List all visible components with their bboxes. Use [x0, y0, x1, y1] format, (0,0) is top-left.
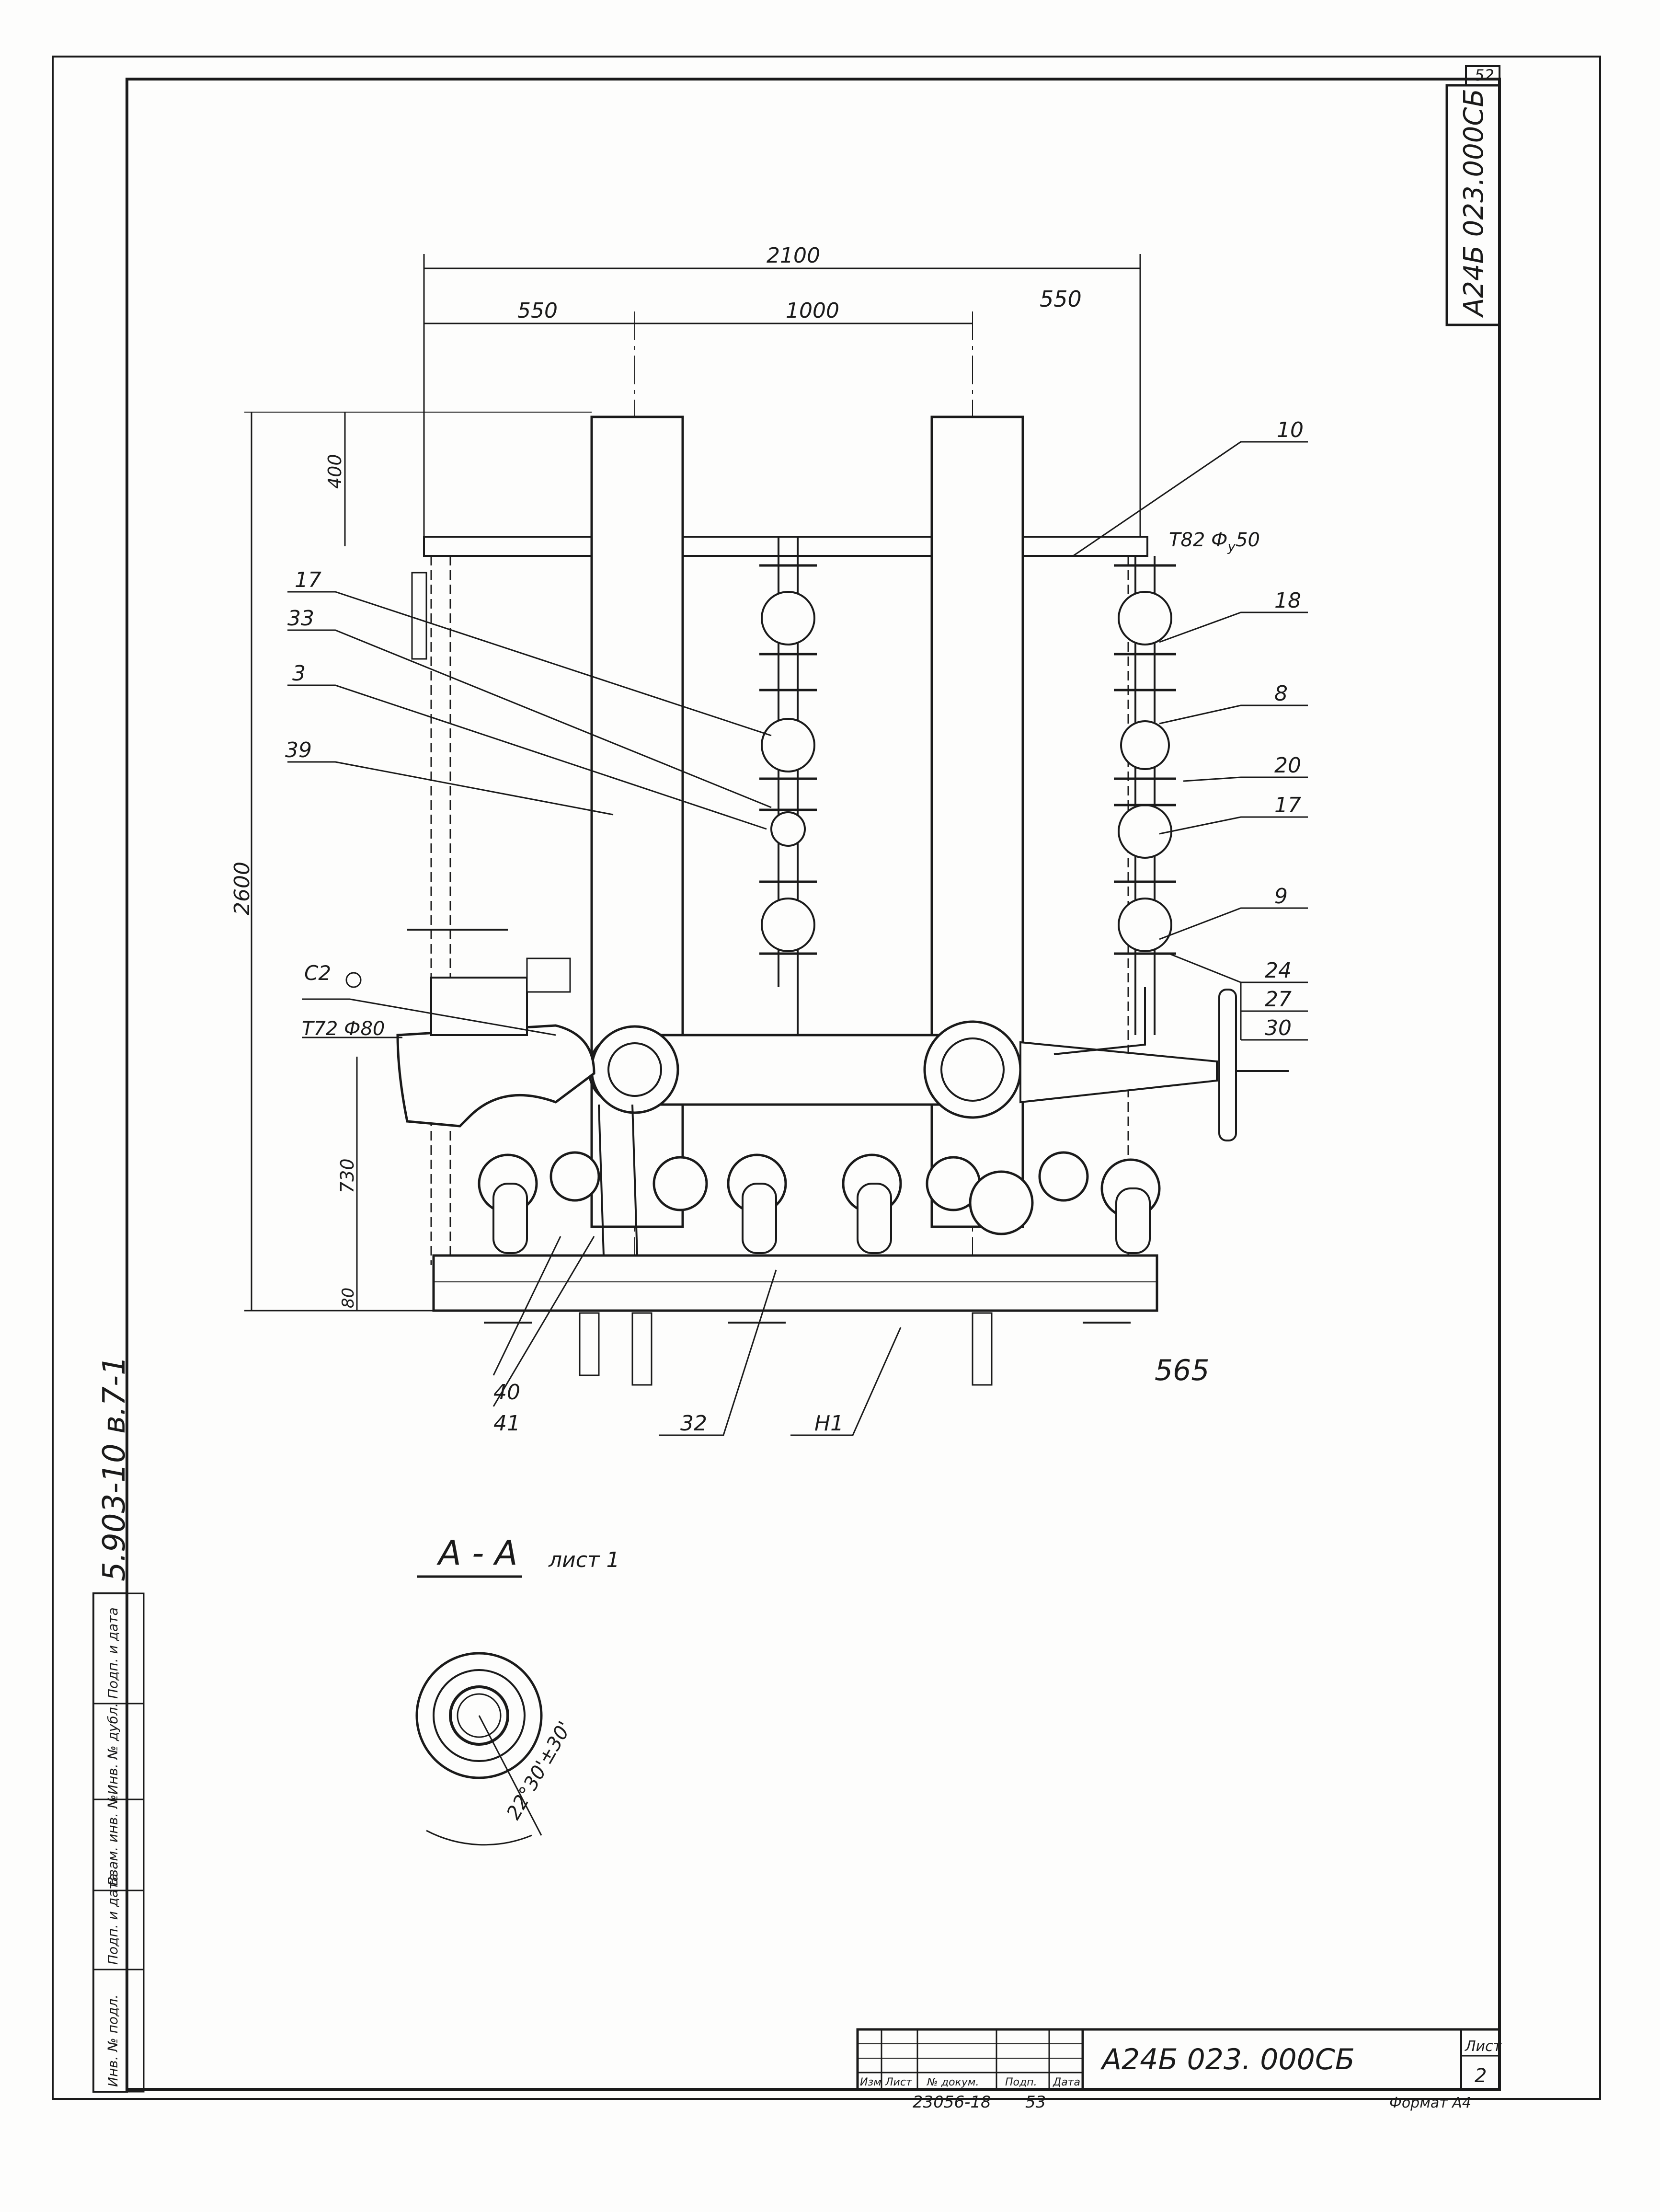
callout-17-left: 17	[295, 568, 321, 592]
title-sheet-label: Лист	[1465, 2038, 1502, 2055]
stamp-vzam-inv: Взам. инв. №	[105, 1795, 121, 1886]
designation-box	[1445, 84, 1501, 326]
callout-17-right: 17	[1274, 793, 1301, 818]
port-T82-label: Т82 Ф	[1169, 529, 1227, 551]
outer-frame	[52, 56, 1601, 2100]
stamp-inv-dubl: Инв. № дубл.	[105, 1703, 121, 1795]
callout-39: 39	[285, 738, 312, 762]
title-col-data: Дата	[1053, 2076, 1080, 2088]
inlet-side-box	[526, 957, 571, 993]
dim-80: 80	[339, 1288, 358, 1308]
dim-550-handwritten: 550	[1040, 286, 1082, 312]
callout-3: 3	[292, 661, 306, 686]
port-C2: С2	[304, 961, 331, 985]
callout-24: 24	[1265, 958, 1292, 983]
base-legs	[484, 1312, 1131, 1386]
callout-32: 32	[680, 1411, 707, 1436]
left-bracket	[411, 572, 427, 660]
header-flange-right-inner	[940, 1037, 1005, 1102]
leaders-right	[1073, 441, 1308, 1041]
base-frame	[432, 1254, 1158, 1312]
title-block-grid	[856, 2028, 1501, 2091]
port-T72: Т72 Ф80	[302, 1018, 385, 1040]
dim-400: 400	[324, 454, 345, 489]
page-number: 53	[1025, 2093, 1046, 2112]
dim-2600: 2600	[230, 862, 254, 915]
margin-document-code: 5.903-10 в.7-1	[97, 1356, 132, 1581]
callout-10: 10	[1277, 418, 1304, 442]
section-flange-view	[415, 1652, 543, 1846]
dim-550: 550	[517, 299, 558, 323]
stamp-podp-data-2: Подп. и дата	[105, 1607, 121, 1699]
port-T82: Т82 Фу50	[1169, 529, 1260, 554]
callout-8: 8	[1274, 681, 1288, 706]
leaders-left	[287, 591, 902, 1436]
designation-vertical: А24Б 023.000СБ	[1458, 89, 1489, 318]
left-valve-riser	[680, 537, 817, 1036]
callout-41: 41	[493, 1411, 520, 1436]
callout-33: 33	[287, 606, 314, 631]
header-flange-left-inner	[607, 1042, 662, 1097]
title-sheet-value: 2	[1475, 2065, 1487, 2087]
callout-18: 18	[1274, 588, 1301, 613]
inlet-branch-T72	[396, 1024, 595, 1128]
port-T82-sub: у	[1227, 539, 1236, 554]
dim-1000: 1000	[786, 299, 839, 323]
corner-sheet-number: 52	[1475, 66, 1494, 84]
title-col-izm: Изм	[860, 2076, 882, 2088]
title-col-dokum: № докум.	[927, 2076, 979, 2088]
stamp-inv-podl: Инв. № подл.	[105, 1994, 121, 2087]
inlet-flange-box	[430, 977, 528, 1036]
left-stamp	[92, 1592, 145, 2093]
callout-40: 40	[493, 1380, 520, 1405]
title-designation: А24Б 023. 000СБ	[1100, 2043, 1355, 2076]
callout-H1: Н1	[814, 1411, 844, 1436]
port-C2-circle	[345, 972, 362, 988]
callout-20: 20	[1274, 753, 1301, 778]
callout-30: 30	[1265, 1016, 1292, 1040]
inner-frame	[126, 78, 1501, 2091]
section-sheet-ref: лист 1	[548, 1548, 620, 1572]
right-valve-riser	[1053, 556, 1176, 1055]
format-label: Формат А4	[1389, 2095, 1471, 2111]
callout-9: 9	[1274, 884, 1288, 909]
reducer-right	[1019, 1041, 1218, 1104]
top-beam	[423, 536, 1148, 557]
stamp-podp-data-1: Подп. и дата	[105, 1873, 121, 1965]
section-label: А - А	[436, 1533, 518, 1573]
callout-27: 27	[1265, 987, 1292, 1012]
title-col-list: Лист	[885, 2076, 913, 2088]
order-number: 23056-18	[913, 2093, 991, 2112]
dim-730: 730	[337, 1158, 358, 1193]
valve-handwheel	[1218, 989, 1237, 1141]
lower-pipe-cluster	[478, 1104, 1161, 1256]
dim-565-handwritten: 565	[1155, 1354, 1210, 1387]
port-T82-value: 50	[1236, 529, 1260, 551]
dim-2100: 2100	[767, 243, 820, 268]
title-col-podp: Подп.	[1005, 2076, 1037, 2088]
